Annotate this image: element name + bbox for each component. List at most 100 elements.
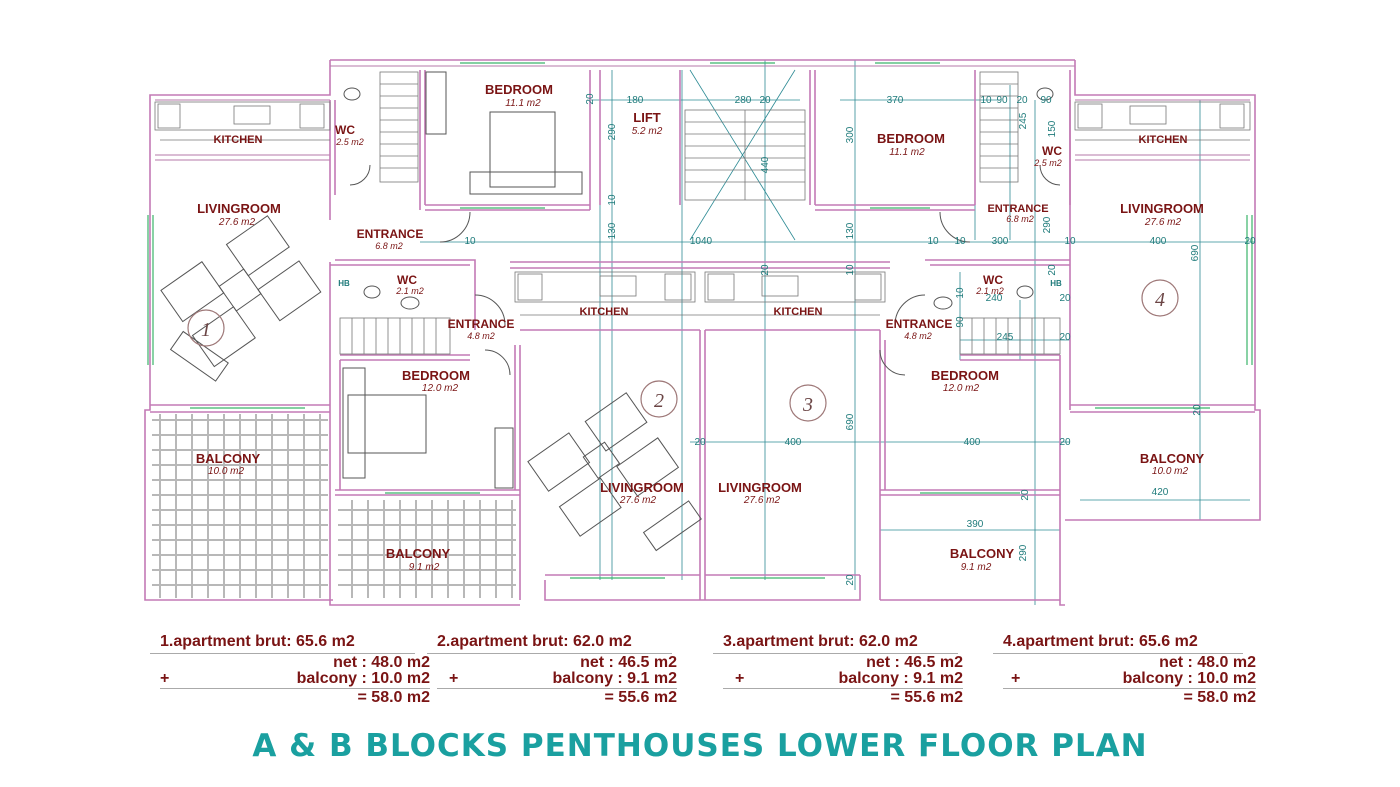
dim-label: 1040 [690,236,713,247]
apartment-number-4: 4 [1155,289,1165,311]
summary-total: = 58.0 m2 [357,689,431,706]
room-labels: KITCHEN WC 2.5 m2 LIVINGROOM 27.6 m2 BAL… [196,82,1205,573]
dim-label: 290 [1042,216,1053,233]
room-name-top-bedroom-right: BEDROOM [877,131,945,146]
room-name-a1-livingroom: LIVINGROOM [197,201,281,216]
room-name-a3-balcony: BALCONY [950,546,1015,561]
summary-plus: + [1011,670,1021,687]
room-area-a4-wc: 2.5 m2 [1033,158,1062,168]
dim-label: 20 [1020,489,1031,501]
dim-label: 20 [759,95,771,106]
apartment-number-2: 2 [654,390,664,412]
summary-balcony: balcony : 9.1 m2 [838,670,964,687]
room-name-a4-balcony: BALCONY [1140,451,1205,466]
summary-net: net : 48.0 m2 [1159,654,1256,671]
summary-brut: 1.apartment brut: 65.6 m2 [160,633,355,650]
summary-total: = 55.6 m2 [604,689,678,706]
windows [147,62,1253,579]
balcony-tiles [152,414,516,598]
room-name-a3-entrance: ENTRANCE [886,317,953,331]
dim-label: 440 [760,156,771,173]
room-area-a2-wc: 2.1 m2 [395,286,424,296]
dim-label: 20 [1047,264,1058,276]
room-name-a2-kitchen: KITCHEN [580,306,629,318]
room-name-a4-livingroom: LIVINGROOM [1120,201,1204,216]
dim-label: 20 [845,574,856,586]
summary-brut: 2.apartment brut: 62.0 m2 [437,633,632,650]
room-name-a3-wc: WC [983,273,1003,287]
room-area-a4-livingroom: 27.6 m2 [1144,217,1182,228]
room-name-top-entrance-right: ENTRANCE [987,203,1048,215]
summary-divider [1003,688,1256,689]
room-area-top-bedroom-right: 11.1 m2 [889,147,925,158]
room-area-a2-bedroom: 12.0 m2 [422,383,459,394]
room-name-a3-kitchen: KITCHEN [774,306,823,318]
dim-label: 10 [845,264,856,276]
summary-net: net : 48.0 m2 [333,654,430,671]
dim-label: 20 [1192,404,1203,416]
room-area-top-entrance-right: 6.8 m2 [1006,214,1034,224]
dim-label: 90 [955,316,966,328]
dim-label: 390 [967,519,984,530]
dim-label: 400 [1150,236,1167,247]
summary-net: net : 46.5 m2 [580,654,677,671]
dim-label: 280 [735,95,752,106]
apartment-number-1: 1 [201,319,211,341]
room-name-a4-wc: WC [1042,144,1062,158]
summary-plus: + [735,670,745,687]
room-area-a1-balcony: 10.0 m2 [208,466,245,477]
plan-title: A & B BLOCKS PENTHOUSES LOWER FLOOR PLAN [252,728,1148,764]
room-name-lift: LIFT [633,110,660,125]
dim-label: 10 [464,236,476,247]
dim-label: 10 [607,194,618,206]
summary-divider [993,653,1243,654]
dim-label: 20 [1059,437,1071,448]
summary-divider [723,688,963,689]
dim-label: 10 [1064,236,1076,247]
room-area-a1-livingroom: 27.6 m2 [218,217,256,228]
room-area-a3-balcony: 9.1 m2 [961,562,992,573]
summary-plus: + [160,670,170,687]
dim-label: 180 [627,95,644,106]
room-name-top-bedroom-left: BEDROOM [485,82,553,97]
apartment-circle-2 [640,380,678,418]
dim-label: 290 [607,123,618,140]
dim-label: 20 [1244,236,1256,247]
room-area-lift: 5.2 m2 [632,126,663,137]
summary-balcony: balcony : 10.0 m2 [296,670,430,687]
dim-label: 20 [1059,332,1071,343]
room-area-a3-bedroom: 12.0 m2 [943,383,980,394]
room-name-a2-livingroom: LIVINGROOM [600,480,684,495]
dim-label: 90 [1040,95,1052,106]
summary-divider [713,653,958,654]
summary-balcony: balcony : 9.1 m2 [552,670,678,687]
room-name-a3-livingroom: LIVINGROOM [718,480,802,495]
room-name-a1-kitchen: KITCHEN [214,134,263,146]
grid-lines [420,60,1255,605]
summary-net: net : 46.5 m2 [866,654,963,671]
summary-divider [427,653,672,654]
room-name-a1-balcony: BALCONY [196,451,261,466]
summary-plus: + [449,670,459,687]
room-name-a3-bedroom: BEDROOM [931,368,999,383]
dim-label: 300 [992,236,1009,247]
dim-label: 420 [1152,487,1169,498]
dim-label: 90 [996,95,1008,106]
room-name-a2-entrance: ENTRANCE [448,317,515,331]
dim-label: 10 [954,236,966,247]
dim-label: 10 [927,236,939,247]
room-area-a3-livingroom: 27.6 m2 [743,495,781,506]
room-area-a2-livingroom: 27.6 m2 [619,495,657,506]
room-name-top-entrance-left: ENTRANCE [357,227,424,241]
dimension-labels: 20 180 280 370 10 90 20 90 290 300 245 1… [338,93,1256,586]
dim-label: 690 [1190,244,1201,261]
dim-label: 400 [785,437,802,448]
summary-divider [437,688,677,689]
dim-label: 370 [887,95,904,106]
walls [144,59,1261,606]
apartment-number-3: 3 [802,394,813,416]
room-area-top-entrance-left: 6.8 m2 [375,241,403,251]
dim-label: 690 [845,413,856,430]
room-name-a2-balcony: BALCONY [386,546,451,561]
room-area-a1-wc: 2.5 m2 [335,137,364,147]
